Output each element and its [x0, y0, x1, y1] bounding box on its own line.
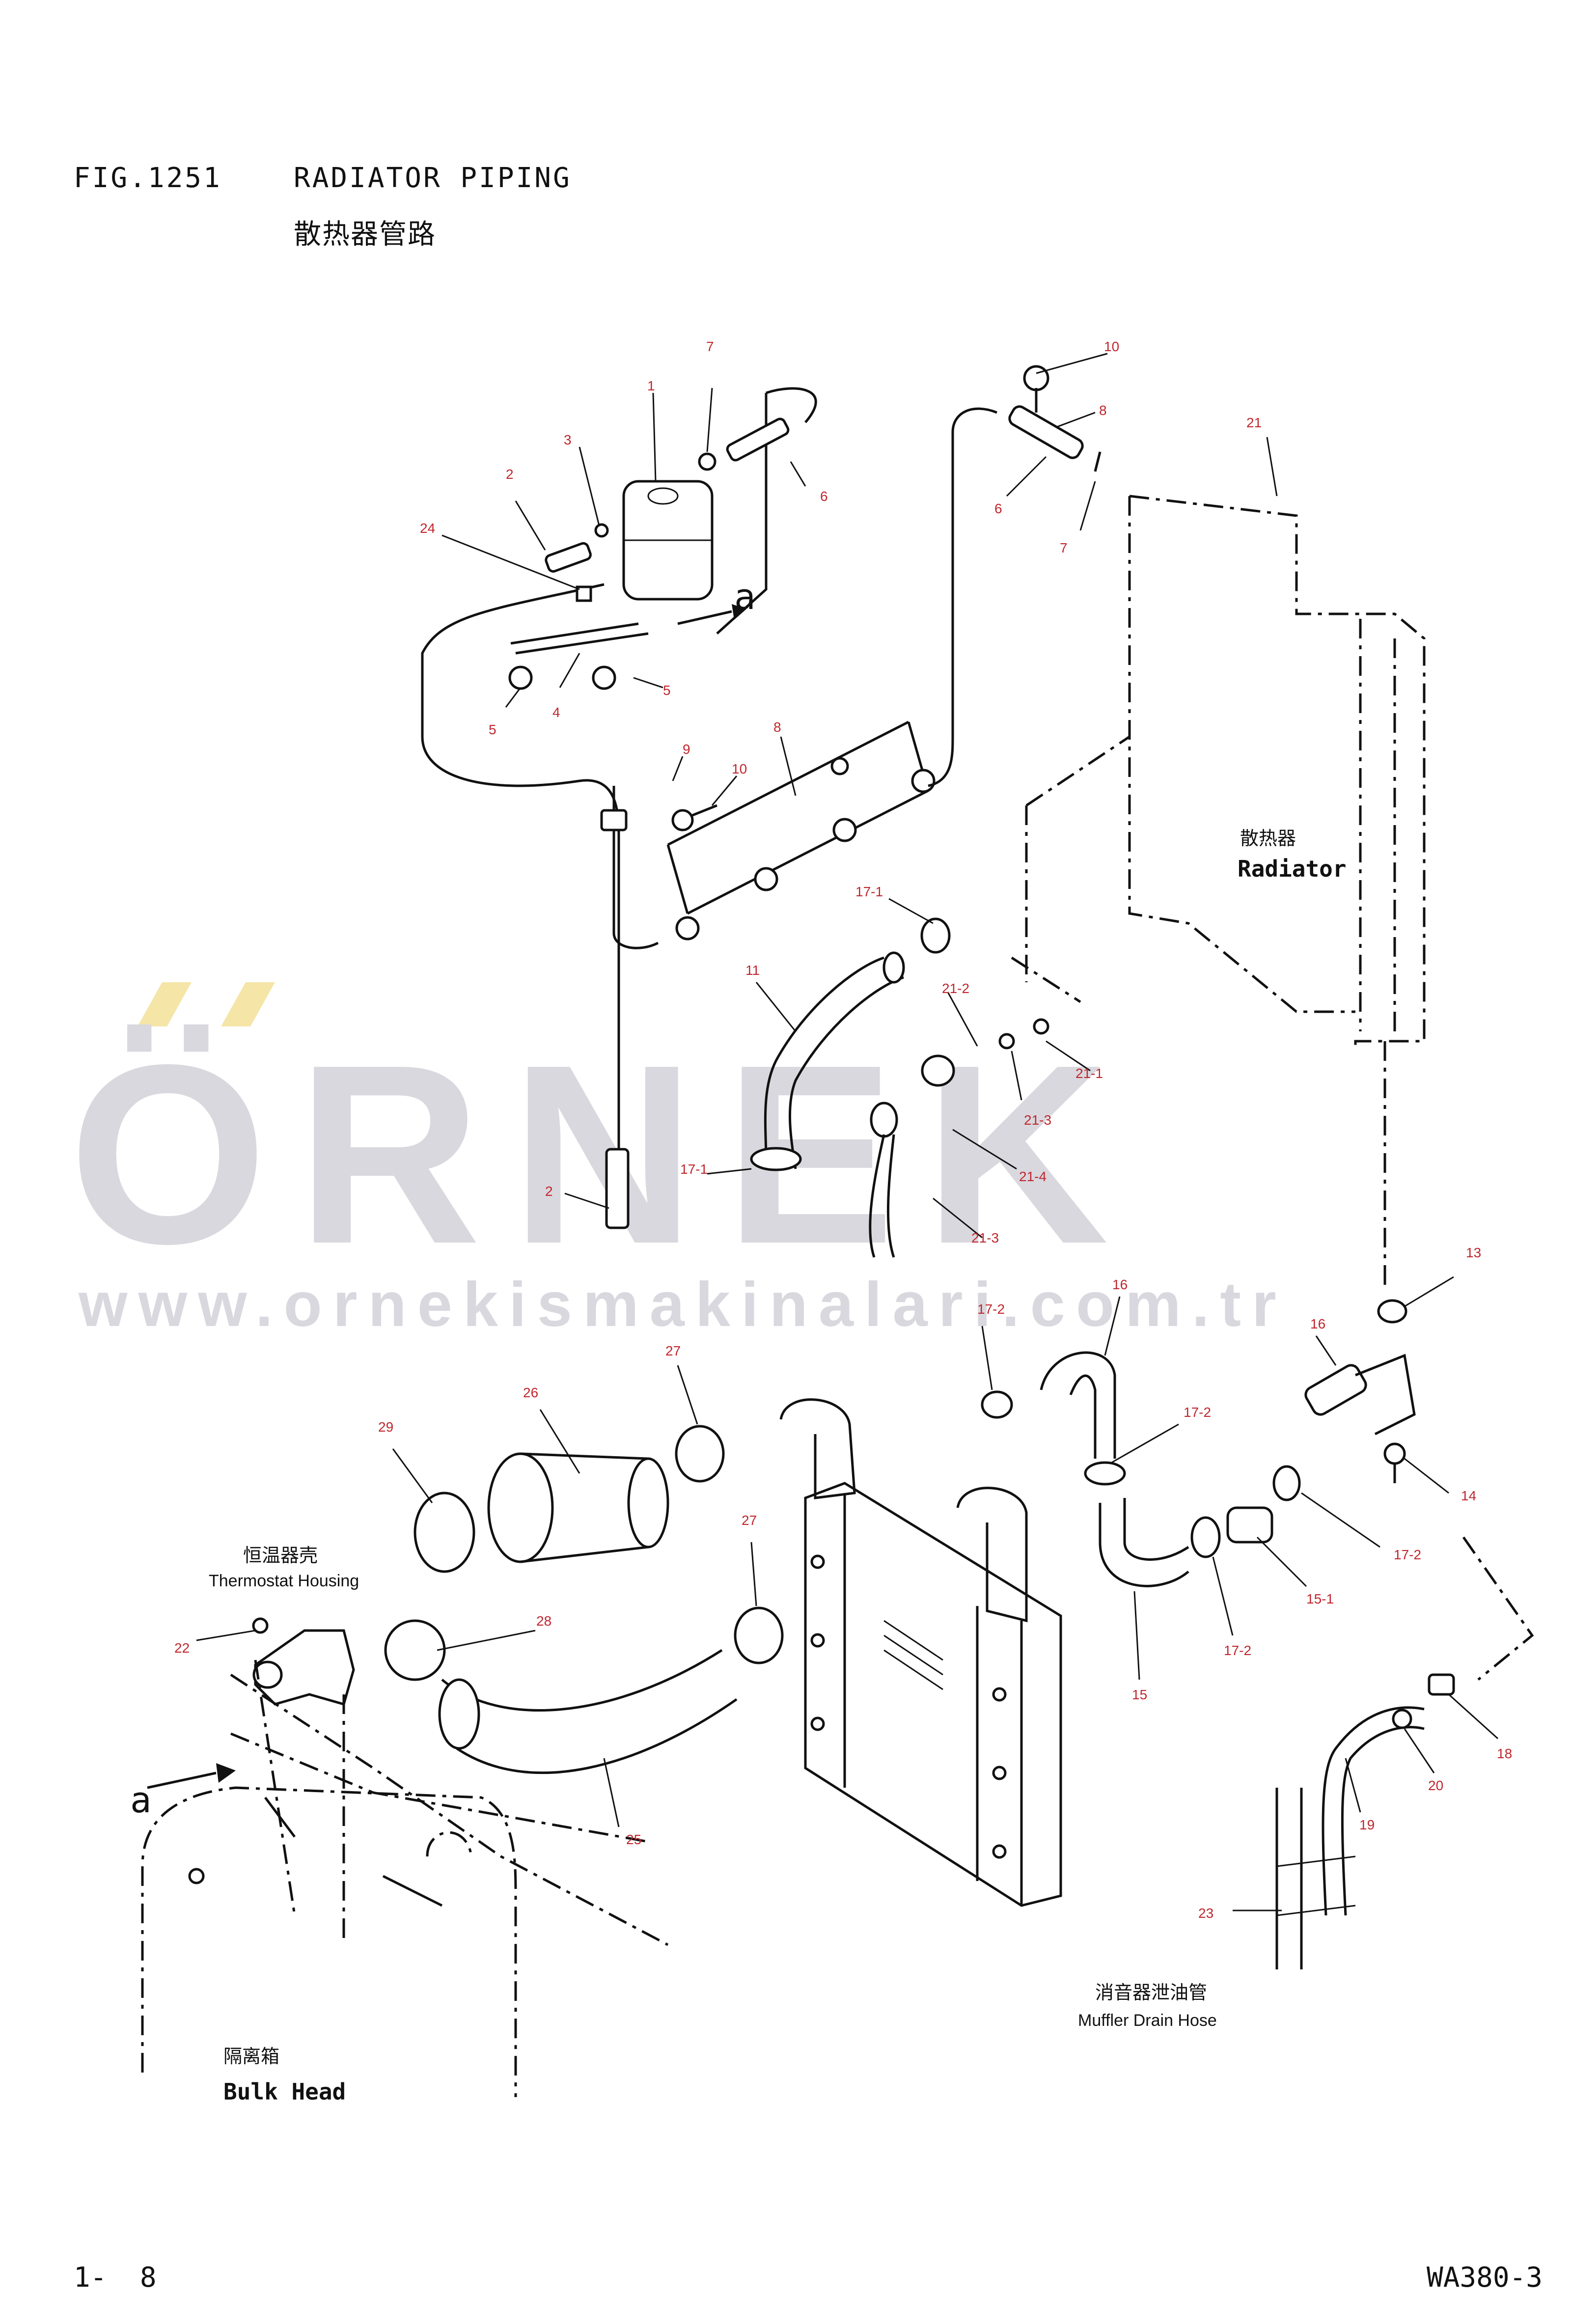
callout-3: 3 — [564, 432, 572, 447]
watermark-accent-left — [138, 982, 192, 1026]
callout-5: 5 — [663, 683, 671, 698]
model-number: WA380-3 — [1427, 2262, 1543, 2294]
figure-title-chinese: 散热器管路 — [294, 219, 436, 250]
callout-16: 16 — [1112, 1277, 1128, 1292]
callout-21-1: 21-1 — [1075, 1066, 1103, 1081]
callout-28: 28 — [536, 1613, 551, 1629]
callout-7b: 7 — [1060, 540, 1068, 555]
callout-17-2c: 17-2 — [1394, 1547, 1421, 1562]
callout-20: 20 — [1428, 1778, 1443, 1793]
callout-17-2b: 17-2 — [1184, 1405, 1211, 1420]
callout-1: 1 — [647, 378, 655, 393]
callout-26: 26 — [523, 1385, 538, 1400]
clip-bracket — [666, 407, 997, 941]
bulkhead-label-en: Bulk Head — [223, 2078, 346, 2105]
view-marker-a-top: a — [734, 576, 755, 617]
callout-22: 22 — [174, 1640, 190, 1656]
callout-21-2: 21-2 — [942, 981, 969, 996]
callout-10b: 10 — [732, 761, 747, 776]
radiator: 散热器 Radiator — [1011, 495, 1426, 1287]
callout-15: 15 — [1132, 1687, 1147, 1702]
radiator-label-cn: 散热器 — [1240, 828, 1296, 849]
callout-13: 13 — [1466, 1245, 1481, 1260]
callout-17-2: 17-2 — [977, 1301, 1005, 1317]
callout-21: 21 — [1246, 415, 1262, 430]
callout-14: 14 — [1461, 1488, 1476, 1503]
view-marker-a-left: a — [130, 1779, 151, 1821]
hose-16-15 — [981, 1351, 1301, 1587]
callout-17-2d: 17-2 — [1224, 1643, 1251, 1658]
callout-18: 18 — [1497, 1746, 1512, 1761]
reservoir-tank — [622, 387, 817, 635]
upper-left-fittings — [508, 417, 849, 831]
callout-8: 8 — [1099, 403, 1107, 418]
hose-11 — [750, 917, 1049, 1258]
leader-lines — [196, 353, 1499, 1911]
callout-2b: 2 — [545, 1184, 553, 1199]
bulk-head: 隔离箱 Bulk Head — [141, 1660, 669, 2105]
callout-6b: 6 — [994, 501, 1002, 516]
callout-24: 24 — [420, 521, 435, 536]
callout-27b: 27 — [742, 1513, 757, 1528]
callout-7: 7 — [706, 339, 714, 354]
view-markers: a a — [130, 576, 755, 1821]
callout-29: 29 — [378, 1419, 393, 1435]
page-number: 1- 8 — [74, 2262, 157, 2294]
callout-25: 25 — [626, 1832, 641, 1847]
watermark: ÖRNEK www.ornekismakinalari.com.tr — [69, 982, 1287, 1340]
callout-21-3b: 21-3 — [971, 1230, 999, 1245]
callout-19: 19 — [1359, 1817, 1375, 1832]
radiator-label-en: Radiator — [1238, 856, 1347, 882]
callout-5b: 5 — [489, 722, 496, 737]
callout-6: 6 — [820, 489, 828, 504]
callout-17-1: 17-1 — [855, 884, 883, 899]
muffler-drain-hose: 消音器泄油管 Muffler Drain Hose — [1078, 1673, 1455, 2030]
callout-11: 11 — [745, 963, 760, 978]
thermostat-housing: 恒温器壳 Thermostat Housing — [209, 1545, 359, 1706]
figure-number: FIG.1251 — [74, 162, 222, 194]
watermark-url: www.ornekismakinalari.com.tr — [78, 1270, 1287, 1340]
callout-21-3: 21-3 — [1024, 1112, 1051, 1128]
watermark-accent-right — [221, 982, 275, 1026]
callout-21-4: 21-4 — [1019, 1169, 1047, 1184]
pipe-16-right — [1304, 1299, 1534, 1681]
thermostat-label-en: Thermostat Housing — [209, 1572, 359, 1590]
callout-numbers: 1 2 3 24 7 6 5 4 5 10 8 6 7 21 9 10 8 17… — [174, 339, 1512, 1921]
watermark-brand: ÖRNEK — [69, 1012, 1138, 1297]
muffler-label-cn: 消音器泄油管 — [1095, 1982, 1207, 2003]
aftercooler-core — [779, 1398, 1062, 1907]
intake-hoses — [384, 1425, 784, 1774]
callout-23: 23 — [1198, 1906, 1213, 1921]
top-right-pipe — [1008, 365, 1102, 472]
muffler-label-en: Muffler Drain Hose — [1078, 2011, 1217, 2030]
overflow-hose — [421, 583, 659, 1229]
callout-10: 10 — [1104, 339, 1119, 354]
callout-8b: 8 — [773, 719, 781, 735]
callout-2: 2 — [506, 467, 514, 482]
callout-16b: 16 — [1310, 1316, 1325, 1331]
callout-27: 27 — [665, 1343, 681, 1358]
callout-15-1: 15-1 — [1306, 1591, 1334, 1606]
callout-4: 4 — [552, 705, 560, 720]
callout-9: 9 — [683, 742, 690, 757]
thermostat-label-cn: 恒温器壳 — [243, 1545, 318, 1566]
callout-17-1b: 17-1 — [680, 1162, 708, 1177]
figure-title: RADIATOR PIPING — [294, 162, 572, 194]
bulkhead-label-cn: 隔离箱 — [223, 2046, 279, 2067]
